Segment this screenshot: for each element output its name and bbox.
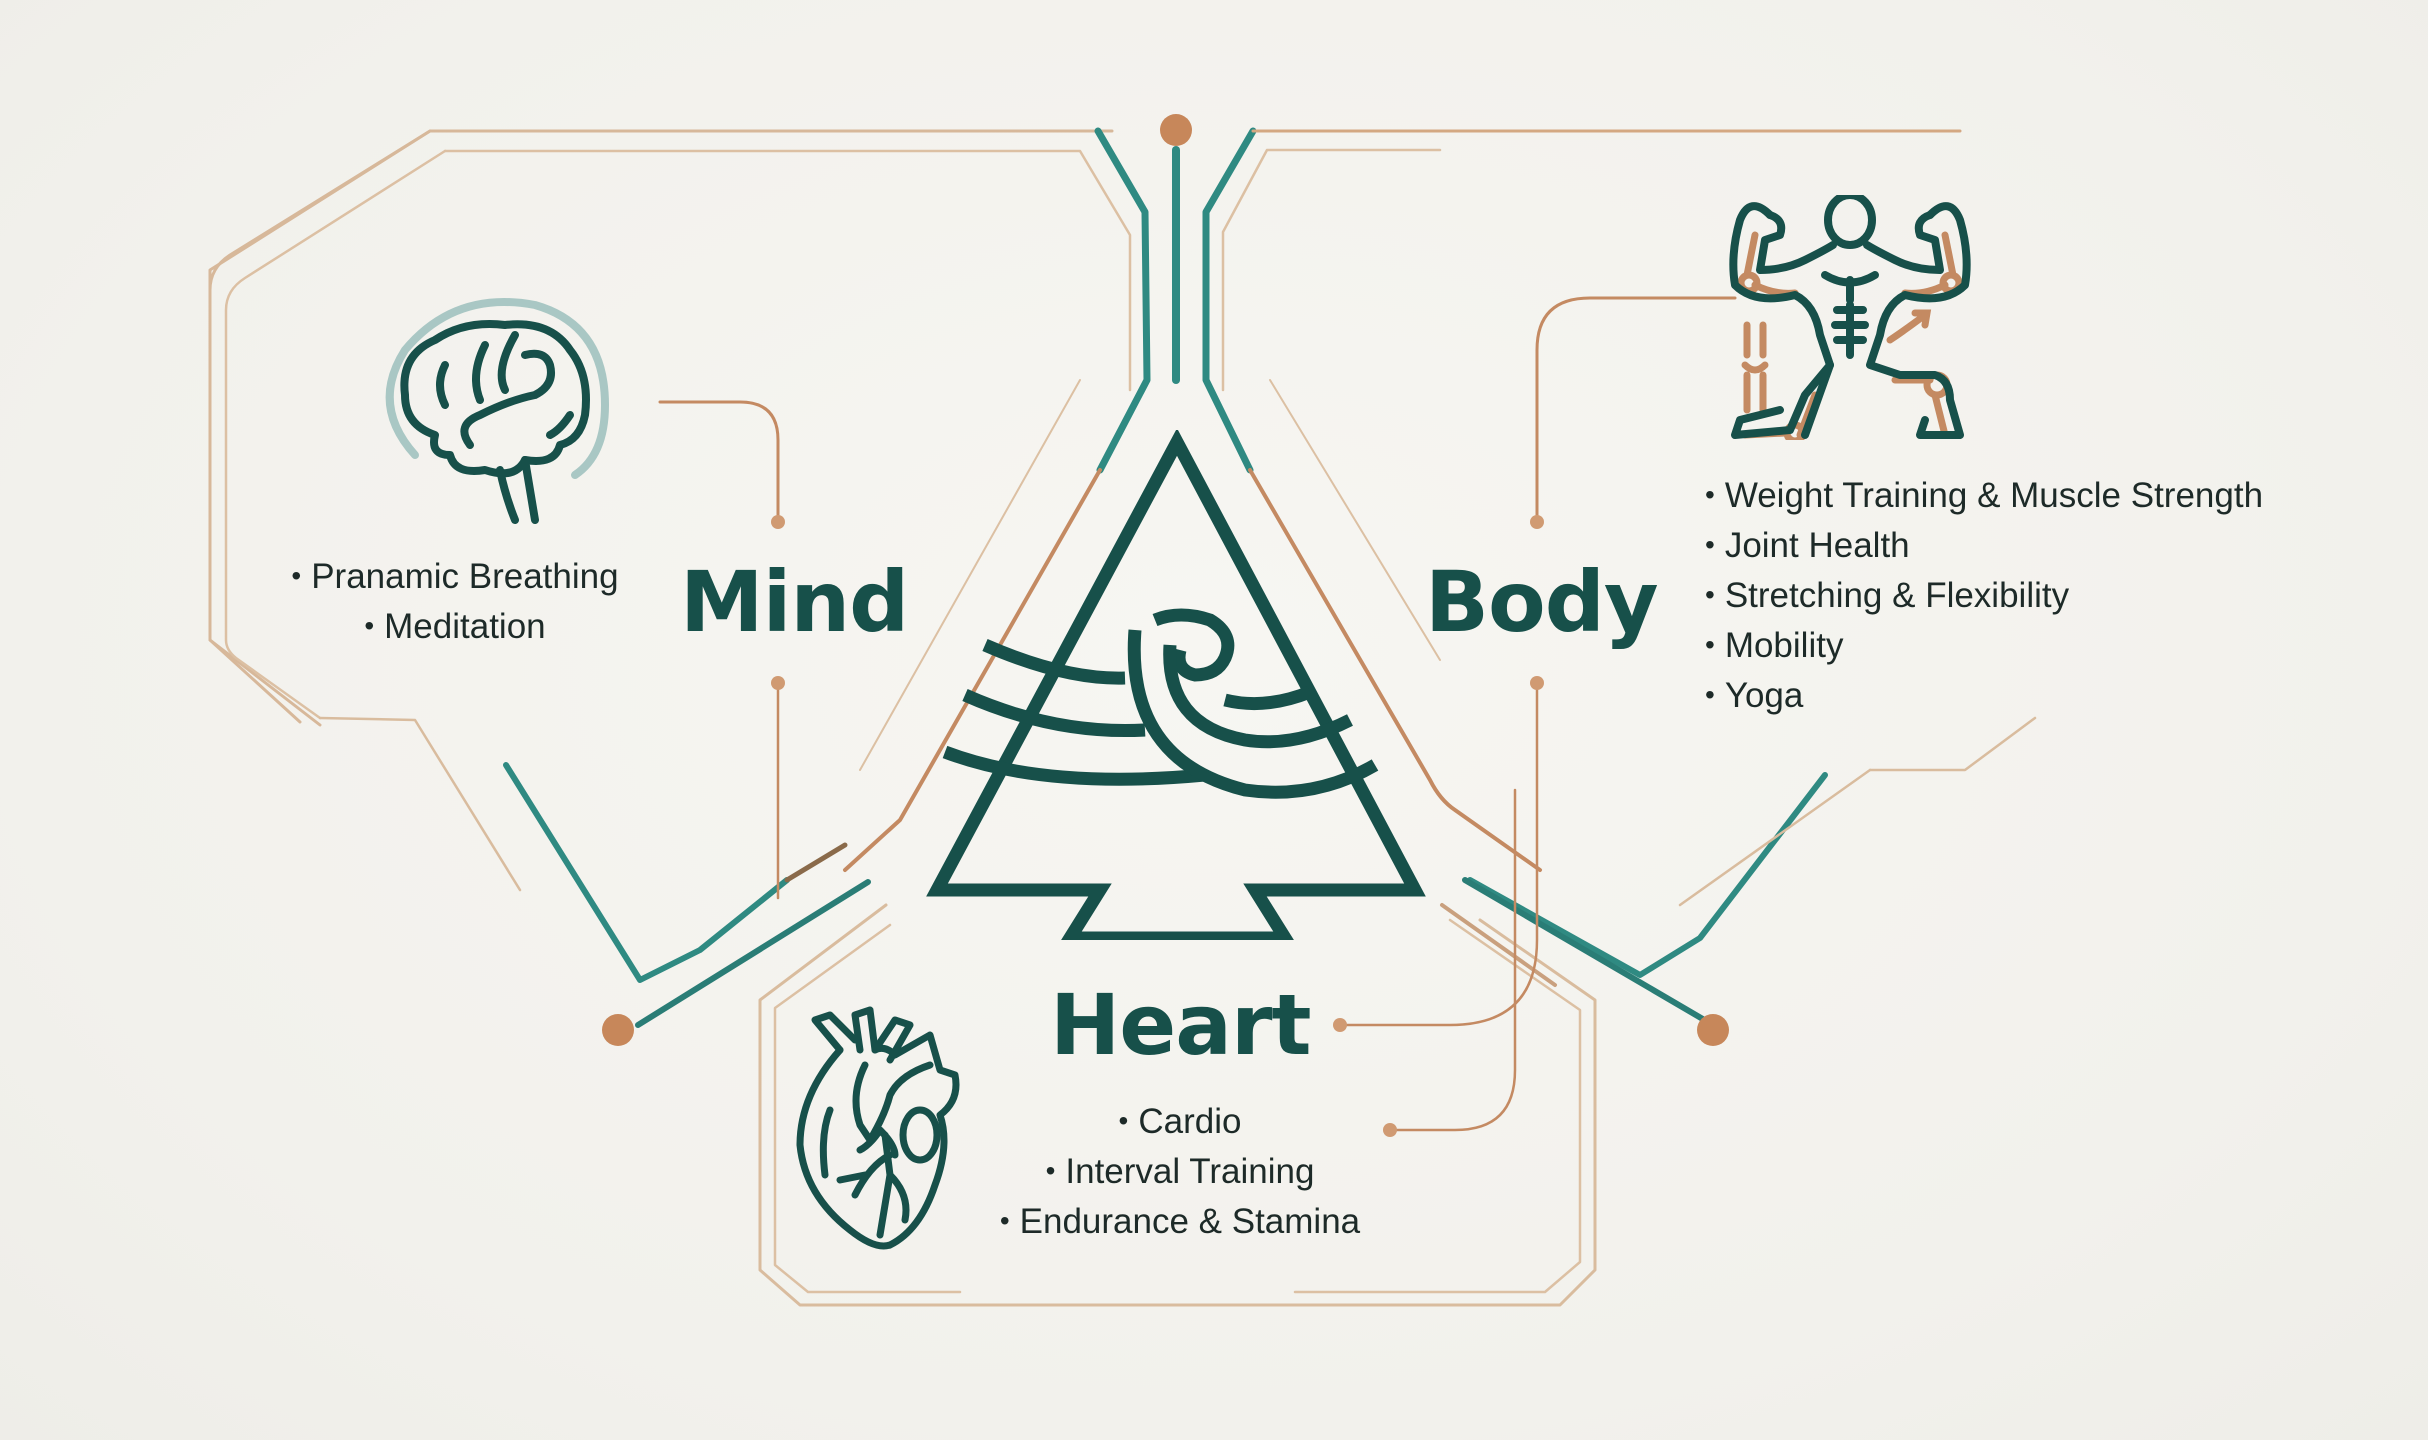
mind-item-pranamic-breathing: Pranamic Breathing — [265, 553, 645, 603]
anatomical-heart-icon — [796, 1006, 960, 1250]
triangle-wave-emblem-icon — [926, 430, 1426, 940]
heart-item-cardio: Cardio — [930, 1098, 1430, 1148]
body-item-stretching: Stretching & Flexibility — [1705, 572, 2263, 622]
heart-item-interval-training: Interval Training — [930, 1148, 1430, 1198]
mind-item-meditation: Meditation — [265, 603, 645, 653]
body-item-yoga: Yoga — [1705, 672, 2263, 722]
body-item-mobility: Mobility — [1705, 622, 2263, 672]
heart-heading: Heart — [1050, 976, 1312, 1074]
body-item-weight-training: Weight Training & Muscle Strength — [1705, 472, 2263, 522]
heart-item-endurance: Endurance & Stamina — [930, 1198, 1430, 1248]
mind-bullet-list: Pranamic Breathing Meditation — [265, 553, 645, 653]
body-bullet-list: Weight Training & Muscle Strength Joint … — [1705, 472, 2263, 722]
mind-heading: Mind — [680, 553, 909, 651]
brain-icon — [385, 298, 610, 524]
body-item-joint-health: Joint Health — [1705, 522, 2263, 572]
heart-bullet-list: Cardio Interval Training Endurance & Sta… — [930, 1098, 1430, 1248]
body-heading: Body — [1425, 553, 1659, 651]
muscular-figure-icon — [1729, 195, 1971, 440]
